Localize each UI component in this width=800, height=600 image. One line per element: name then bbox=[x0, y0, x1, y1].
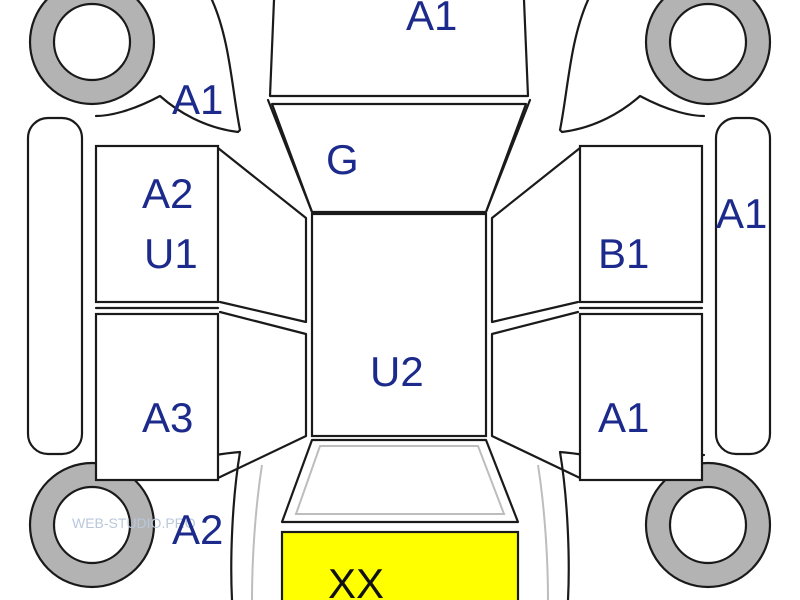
code-trunk: XX bbox=[328, 560, 384, 600]
code-rear-left-door: A3 bbox=[142, 394, 193, 441]
fender-rear-right-inner bbox=[537, 464, 549, 600]
code-front-left-door-2: U1 bbox=[144, 230, 198, 277]
code-right-sill: A1 bbox=[716, 190, 767, 237]
hood-outline bbox=[268, 0, 530, 98]
fender-front-left-outline bbox=[94, 0, 242, 134]
rim-front-left bbox=[52, 2, 132, 82]
wheel-front-right bbox=[644, 0, 772, 106]
rim-rear-right bbox=[668, 485, 748, 565]
wheel-rear-right bbox=[644, 461, 772, 589]
side-glass-right-front bbox=[490, 146, 582, 324]
roof-panel bbox=[310, 212, 488, 438]
watermark: WEB-STUDIO.PRO bbox=[72, 515, 196, 531]
side-glass-left-front bbox=[216, 146, 308, 324]
a-pillar-right bbox=[484, 98, 532, 214]
door-front-left bbox=[94, 144, 220, 304]
sill-left bbox=[26, 116, 84, 456]
code-front-right-door: B1 bbox=[598, 230, 649, 277]
door-rear-left bbox=[94, 312, 220, 482]
code-rear-left-fender: A2 bbox=[172, 506, 223, 553]
code-windshield: G bbox=[326, 136, 359, 183]
rim-rear-left bbox=[52, 485, 132, 565]
trunk-highlight bbox=[280, 530, 520, 600]
side-glass-right-rear bbox=[490, 310, 582, 480]
door-front-right bbox=[578, 144, 704, 304]
code-rear-right-door: A1 bbox=[598, 394, 649, 441]
rim-front-right bbox=[668, 2, 748, 82]
a-pillar-left bbox=[266, 98, 314, 214]
rear-window-inner bbox=[294, 445, 506, 515]
fender-front-right-outline bbox=[558, 0, 706, 134]
fender-rear-left-inner bbox=[251, 464, 263, 600]
code-front-left-door-1: A2 bbox=[142, 170, 193, 217]
side-glass-left-rear bbox=[216, 310, 308, 480]
rear-window-outline bbox=[280, 438, 520, 524]
code-hood: A1 bbox=[406, 0, 457, 39]
wheel-front-left bbox=[28, 0, 156, 106]
code-roof: U2 bbox=[370, 348, 424, 395]
code-front-left-fender: A1 bbox=[172, 76, 223, 123]
windshield-outline bbox=[270, 102, 528, 214]
door-rear-right bbox=[578, 312, 704, 482]
sill-right bbox=[714, 116, 772, 456]
wheel-rear-left bbox=[28, 461, 156, 589]
